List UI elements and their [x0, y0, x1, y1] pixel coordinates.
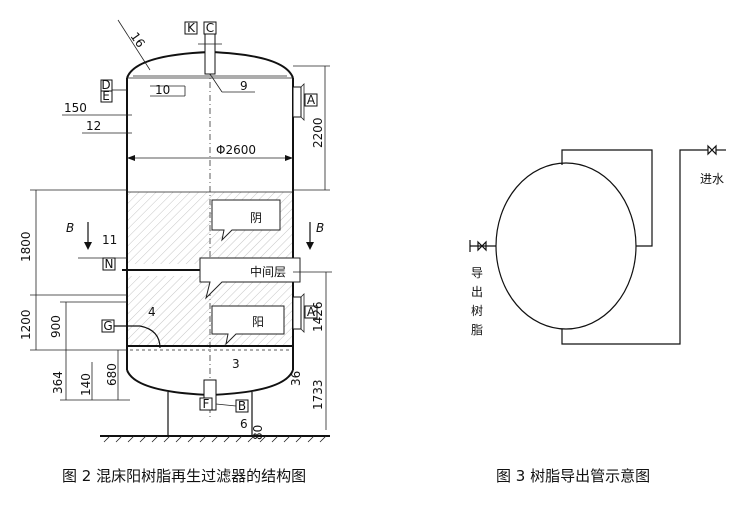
part-4-label: 4 [148, 305, 156, 319]
inlet-water-pipe [561, 149, 708, 345]
nozzle-c-top-label: C [206, 21, 214, 35]
upper-manhole [292, 86, 302, 118]
part-6-label: 6 [240, 417, 248, 431]
nozzle-n-label: N [105, 257, 114, 271]
dim-900: 900 [49, 315, 63, 338]
dim-diameter: Φ2600 [216, 143, 256, 157]
figure2-caption: 图 2 混床阳树脂再生过滤器的结构图 [62, 467, 306, 485]
dim-36: 36 [289, 371, 303, 386]
nozzle-k-box [184, 21, 198, 35]
dim-140: 140 [79, 373, 93, 396]
callout-anion [211, 199, 281, 242]
outlet-label-char-4: 脂 [471, 322, 483, 337]
part-16-label: 16 [128, 30, 148, 51]
nozzle-a-lower-box [304, 305, 318, 319]
nozzle-g-label: G [103, 319, 112, 333]
part-3-label: 3 [232, 357, 240, 371]
outlet-label-char-3: 树 [471, 303, 483, 318]
lower-inlet-pipe [114, 325, 161, 349]
dim-12: 12 [86, 119, 101, 133]
nozzle-c-top-box [203, 21, 217, 35]
nozzle-a-upper-box [304, 93, 318, 107]
nozzle-k-label: K [187, 21, 196, 35]
dim-80: 80 [251, 425, 265, 440]
nozzle-a-upper-label: A [307, 93, 316, 107]
part-10-label: 10 [155, 83, 170, 97]
figure3-caption: 图 3 树脂导出管示意图 [496, 467, 650, 485]
outlet-valve-icon [477, 240, 487, 252]
dim-1200: 1200 [19, 309, 33, 340]
leader-16 [117, 19, 151, 71]
outlet-label-char-1: 导 [471, 266, 483, 280]
lower-manhole [292, 296, 302, 330]
nozzle-e-box [100, 90, 113, 103]
dim-680: 680 [105, 363, 119, 386]
nozzle-d-label: D [101, 78, 110, 92]
part-9-label: 9 [240, 79, 248, 93]
inlet-water-label: 进水 [700, 172, 724, 186]
ground-hatching [103, 435, 327, 443]
nozzle-a-lower-label: A [307, 305, 316, 319]
vessel-ellipse [495, 162, 637, 330]
callout-cation [211, 305, 285, 346]
nozzle-e-label: E [102, 89, 110, 103]
nozzle-n-box [102, 257, 116, 271]
callout-cation-text: 阳 [252, 315, 264, 329]
callout-middle-text: 中间层 [250, 264, 286, 279]
resin-outlet-schematic: 进水 导 出 树 脂 图 3 树脂导出管示意图 [469, 144, 726, 485]
inner-resin-pipe [561, 149, 653, 247]
callout-middle [199, 257, 301, 300]
outlet-label-char-2: 出 [471, 285, 483, 299]
dim-150: 150 [64, 101, 87, 115]
top-nozzle [204, 33, 216, 75]
nozzle-b-label: B [238, 399, 246, 413]
callout-anion-text: 阴 [250, 211, 262, 225]
dim-2200: 2200 [311, 117, 325, 148]
section-b-left: B [66, 221, 74, 235]
part-11-label: 11 [102, 233, 117, 247]
dim-1733: 1733 [311, 379, 325, 410]
filter-structure-drawing: K C 16 10 9 D E 150 12 A 2200 [19, 19, 332, 485]
dim-364: 364 [51, 371, 65, 394]
dim-1800: 1800 [19, 231, 33, 262]
nozzle-f-box [199, 397, 213, 411]
section-b-right: B [316, 221, 324, 235]
inlet-valve-icon [707, 144, 717, 156]
nozzle-f-label: F [203, 397, 210, 411]
dim-1426: 1426 [311, 301, 325, 332]
